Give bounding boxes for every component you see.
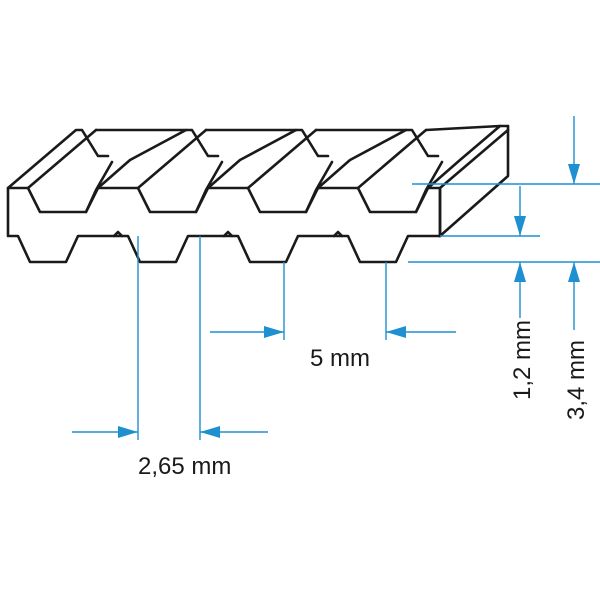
dim-pitch: [210, 262, 456, 340]
belt-top-depth: [6, 124, 510, 238]
label-tooth-height: 1,2 mm: [509, 320, 536, 400]
dim-tooth-width: [72, 236, 268, 440]
label-pitch: 5 mm: [310, 345, 370, 372]
label-belt-thickness: 3,4 mm: [563, 340, 590, 420]
dim-tooth-height: [440, 186, 540, 318]
belt-lower-nicks: [112, 230, 344, 238]
belt-front-face: [6, 186, 442, 264]
dim-belt-thickness: [408, 116, 600, 330]
label-tooth-width: 2,65 mm: [138, 453, 231, 480]
